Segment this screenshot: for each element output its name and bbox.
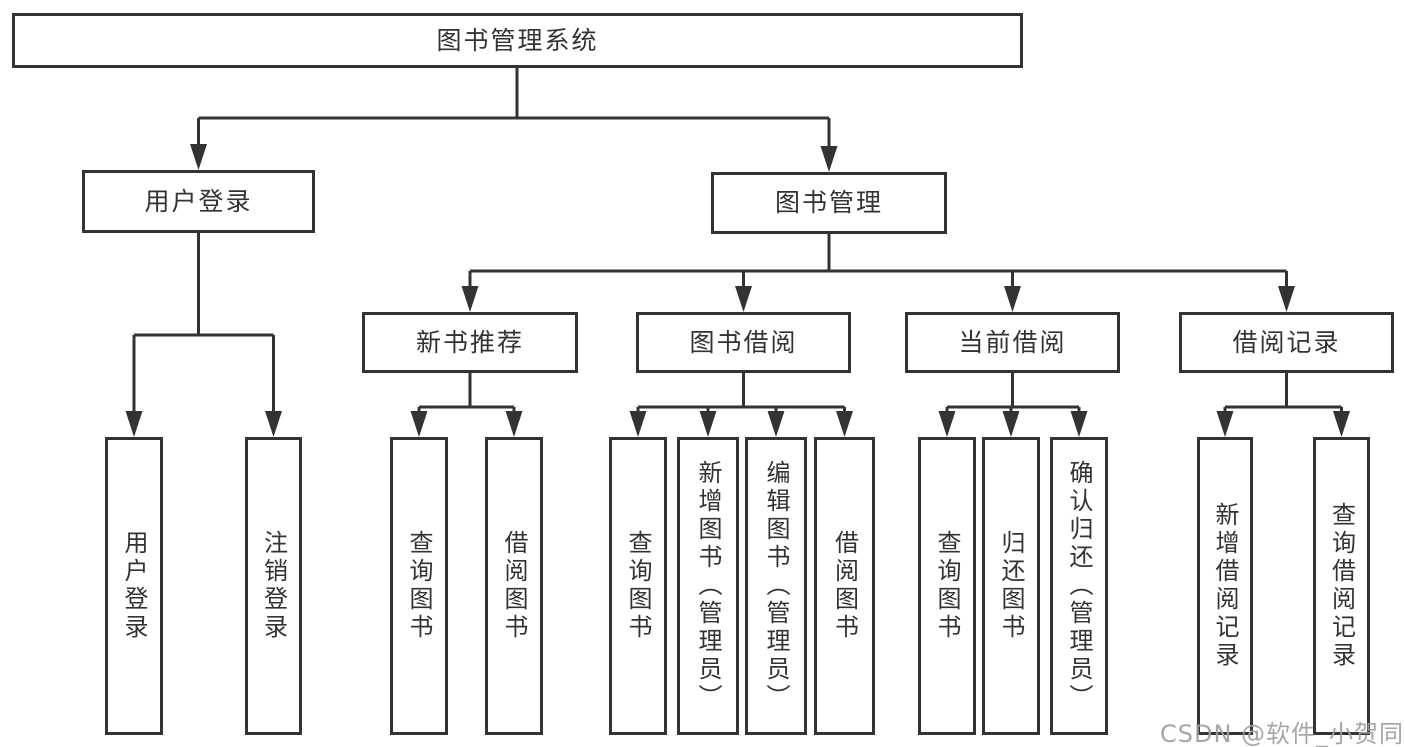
- leaf-current-confirm-return-admin: 确认归还（管理员）: [1050, 437, 1108, 735]
- node-new-book-recommend: 新书推荐: [362, 312, 578, 373]
- leaf-records-add-record: 新增借阅记录: [1197, 437, 1253, 735]
- node-root: 图书管理系统: [12, 13, 1023, 68]
- leaf-borrowing-add-books-admin: 新增图书（管理员）: [677, 437, 739, 735]
- leaf-newbooks-query-books: 查询图书: [390, 437, 448, 735]
- leaf-newbooks-borrow-books: 借阅图书: [485, 437, 543, 735]
- leaf-borrowing-query-books: 查询图书: [609, 437, 667, 735]
- leaf-logout: 注销登录: [245, 437, 302, 735]
- csdn-watermark: CSDN @软件_小贺同学: [1160, 720, 1405, 747]
- leaf-user-login: 用户登录: [105, 437, 163, 735]
- leaf-current-query-books: 查询图书: [918, 437, 976, 735]
- arrowheads: [125, 144, 1350, 437]
- leaf-records-query-record: 查询借阅记录: [1313, 437, 1370, 735]
- node-book-borrowing: 图书借阅: [636, 312, 851, 373]
- leaf-borrowing-borrow-books: 借阅图书: [814, 437, 875, 735]
- node-user-login: 用户登录: [82, 170, 315, 233]
- node-current-borrowing: 当前借阅: [905, 312, 1120, 373]
- node-borrowing-records: 借阅记录: [1179, 312, 1394, 373]
- leaf-current-return-books: 归还图书: [982, 437, 1040, 735]
- node-book-management: 图书管理: [711, 172, 947, 234]
- leaf-borrowing-edit-books-admin: 编辑图书（管理员）: [745, 437, 807, 735]
